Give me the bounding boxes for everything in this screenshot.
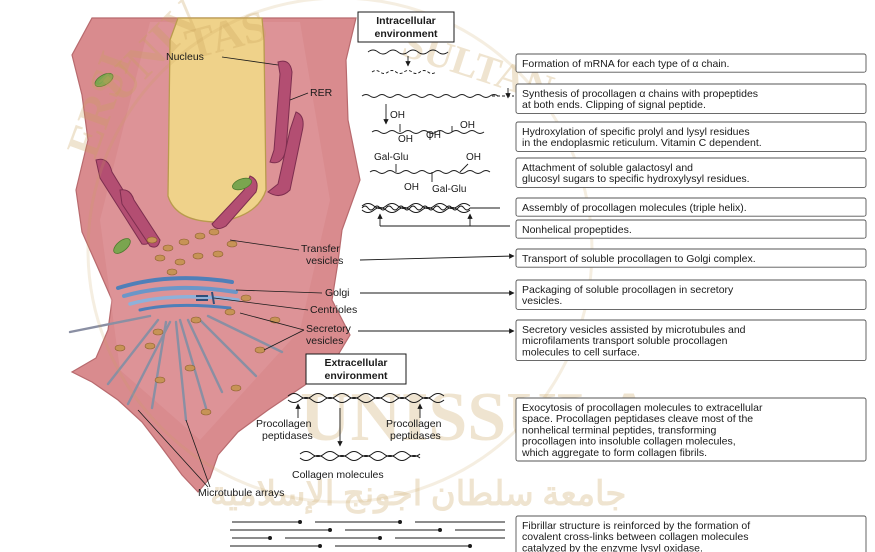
step-text-line: vesicles. [522, 295, 562, 307]
glycosylated-chain [370, 171, 490, 174]
collagen-fibrils [230, 522, 505, 546]
svg-text:environment: environment [324, 370, 388, 382]
step-box-attachment: Attachment of soluble galactosyl andgluc… [516, 158, 866, 187]
label-transfer-vesicles-2: vesicles [306, 255, 343, 267]
step-box-fibrillar: Fibrillar structure is reinforced by the… [516, 516, 866, 552]
svg-text:environment: environment [374, 28, 438, 40]
step-text-line: covalent cross-links between collagen mo… [522, 531, 748, 543]
step-text-line: Secretory vesicles assisted by microtubu… [522, 324, 746, 336]
gal-glu-label: Gal-Glu [374, 152, 408, 163]
oh-label: OH [460, 120, 475, 131]
oh-label: OH [404, 182, 419, 193]
step-text-line: Formation of mRNA for each type of α cha… [522, 58, 729, 70]
oh-label: OH [466, 152, 481, 163]
label-nucleus: Nucleus [166, 51, 204, 63]
step-text-line: procollagen into insoluble collagen mole… [522, 436, 736, 448]
step-box-transport: Transport of soluble procollagen to Golg… [516, 249, 866, 267]
step-text-line: Attachment of soluble galactosyl and [522, 162, 693, 174]
step-text-line: Fibrillar structure is reinforced by the… [522, 520, 750, 532]
step-box-exocytosis: Exocytosis of procollagen molecules to e… [516, 398, 866, 461]
intracellular-header: Intracellular environment [358, 12, 454, 42]
procollagen-peptidases-left-1: Procollagen [256, 418, 312, 430]
step-text-line: Packaging of soluble procollagen in secr… [522, 284, 734, 296]
collagen-molecules-label: Collagen molecules [292, 469, 384, 481]
oh-label: OH [390, 110, 405, 121]
extracellular-header: Extracellular environment [306, 354, 406, 384]
step-text-line: Synthesis of procollagen α chains with p… [522, 88, 758, 100]
svg-text:Extracellular: Extracellular [324, 357, 387, 369]
step-text-line: which aggregate to form collagen fibrils… [521, 447, 707, 459]
step-text-line: glucosyl sugars to specific hydroxylysyl… [522, 173, 750, 185]
step-box-synthesis: Synthesis of procollagen α chains with p… [516, 84, 866, 113]
step-text-line: space. Procollagen peptidases cleave mos… [522, 413, 753, 425]
procollagen-peptidases-right-2: peptidases [390, 430, 441, 442]
triple-helix [362, 204, 500, 213]
label-secretory-vesicles-2: vesicles [306, 335, 343, 347]
step-box-assembly: Assembly of procollagen molecules (tripl… [516, 198, 866, 216]
step-text-line: Assembly of procollagen molecules (tripl… [522, 202, 747, 214]
step-box-mrna: Formation of mRNA for each type of α cha… [516, 54, 866, 72]
oh-label: OH [398, 134, 413, 145]
procollagen-chain [362, 95, 498, 98]
label-rer: RER [310, 87, 333, 99]
label-transfer-vesicles-1: Transfer [301, 243, 340, 255]
step-box-hydroxylation: Hydroxylation of specific prolyl and lys… [516, 122, 866, 151]
step-text-line: at both ends. Clipping of signal peptide… [522, 99, 706, 111]
step-text-line: in the endoplasmic reticulum. Vitamin C … [522, 137, 762, 149]
svg-text:Intracellular: Intracellular [376, 15, 436, 27]
step-text-line: Exocytosis of procollagen molecules to e… [522, 402, 763, 414]
connector-arrows [358, 256, 514, 331]
procollagen-peptidases-right-1: Procollagen [386, 418, 442, 430]
label-centrioles: Centrioles [310, 304, 357, 316]
step-text-line: Transport of soluble procollagen to Golg… [522, 253, 756, 265]
gal-glu-label: Gal-Glu [432, 184, 466, 195]
step-box-secretory: Secretory vesicles assisted by microtubu… [516, 320, 866, 361]
procollagen-peptidases-left-2: peptidases [262, 430, 313, 442]
step-text-line: Hydroxylation of specific prolyl and lys… [522, 126, 750, 138]
step-box-nonhelical: Nonhelical propeptides. [516, 220, 866, 238]
step-text-line: microfilaments transport soluble procoll… [522, 335, 728, 347]
label-microtubule-arrays: Microtubule arrays [198, 487, 284, 499]
label-secretory-vesicles-1: Secretory [306, 323, 352, 335]
step-box-packaging: Packaging of soluble procollagen in secr… [516, 280, 866, 309]
oh-label: OH [426, 130, 441, 141]
step-text-line: molecules to cell surface. [522, 346, 640, 358]
step-text-line: nonhelical terminal peptides, transformi… [522, 424, 717, 436]
step-text-line: catalyzed by the enzyme lysyl oxidase. [522, 542, 703, 552]
step-text-line: Nonhelical propeptides. [522, 224, 632, 236]
label-golgi: Golgi [325, 287, 350, 299]
